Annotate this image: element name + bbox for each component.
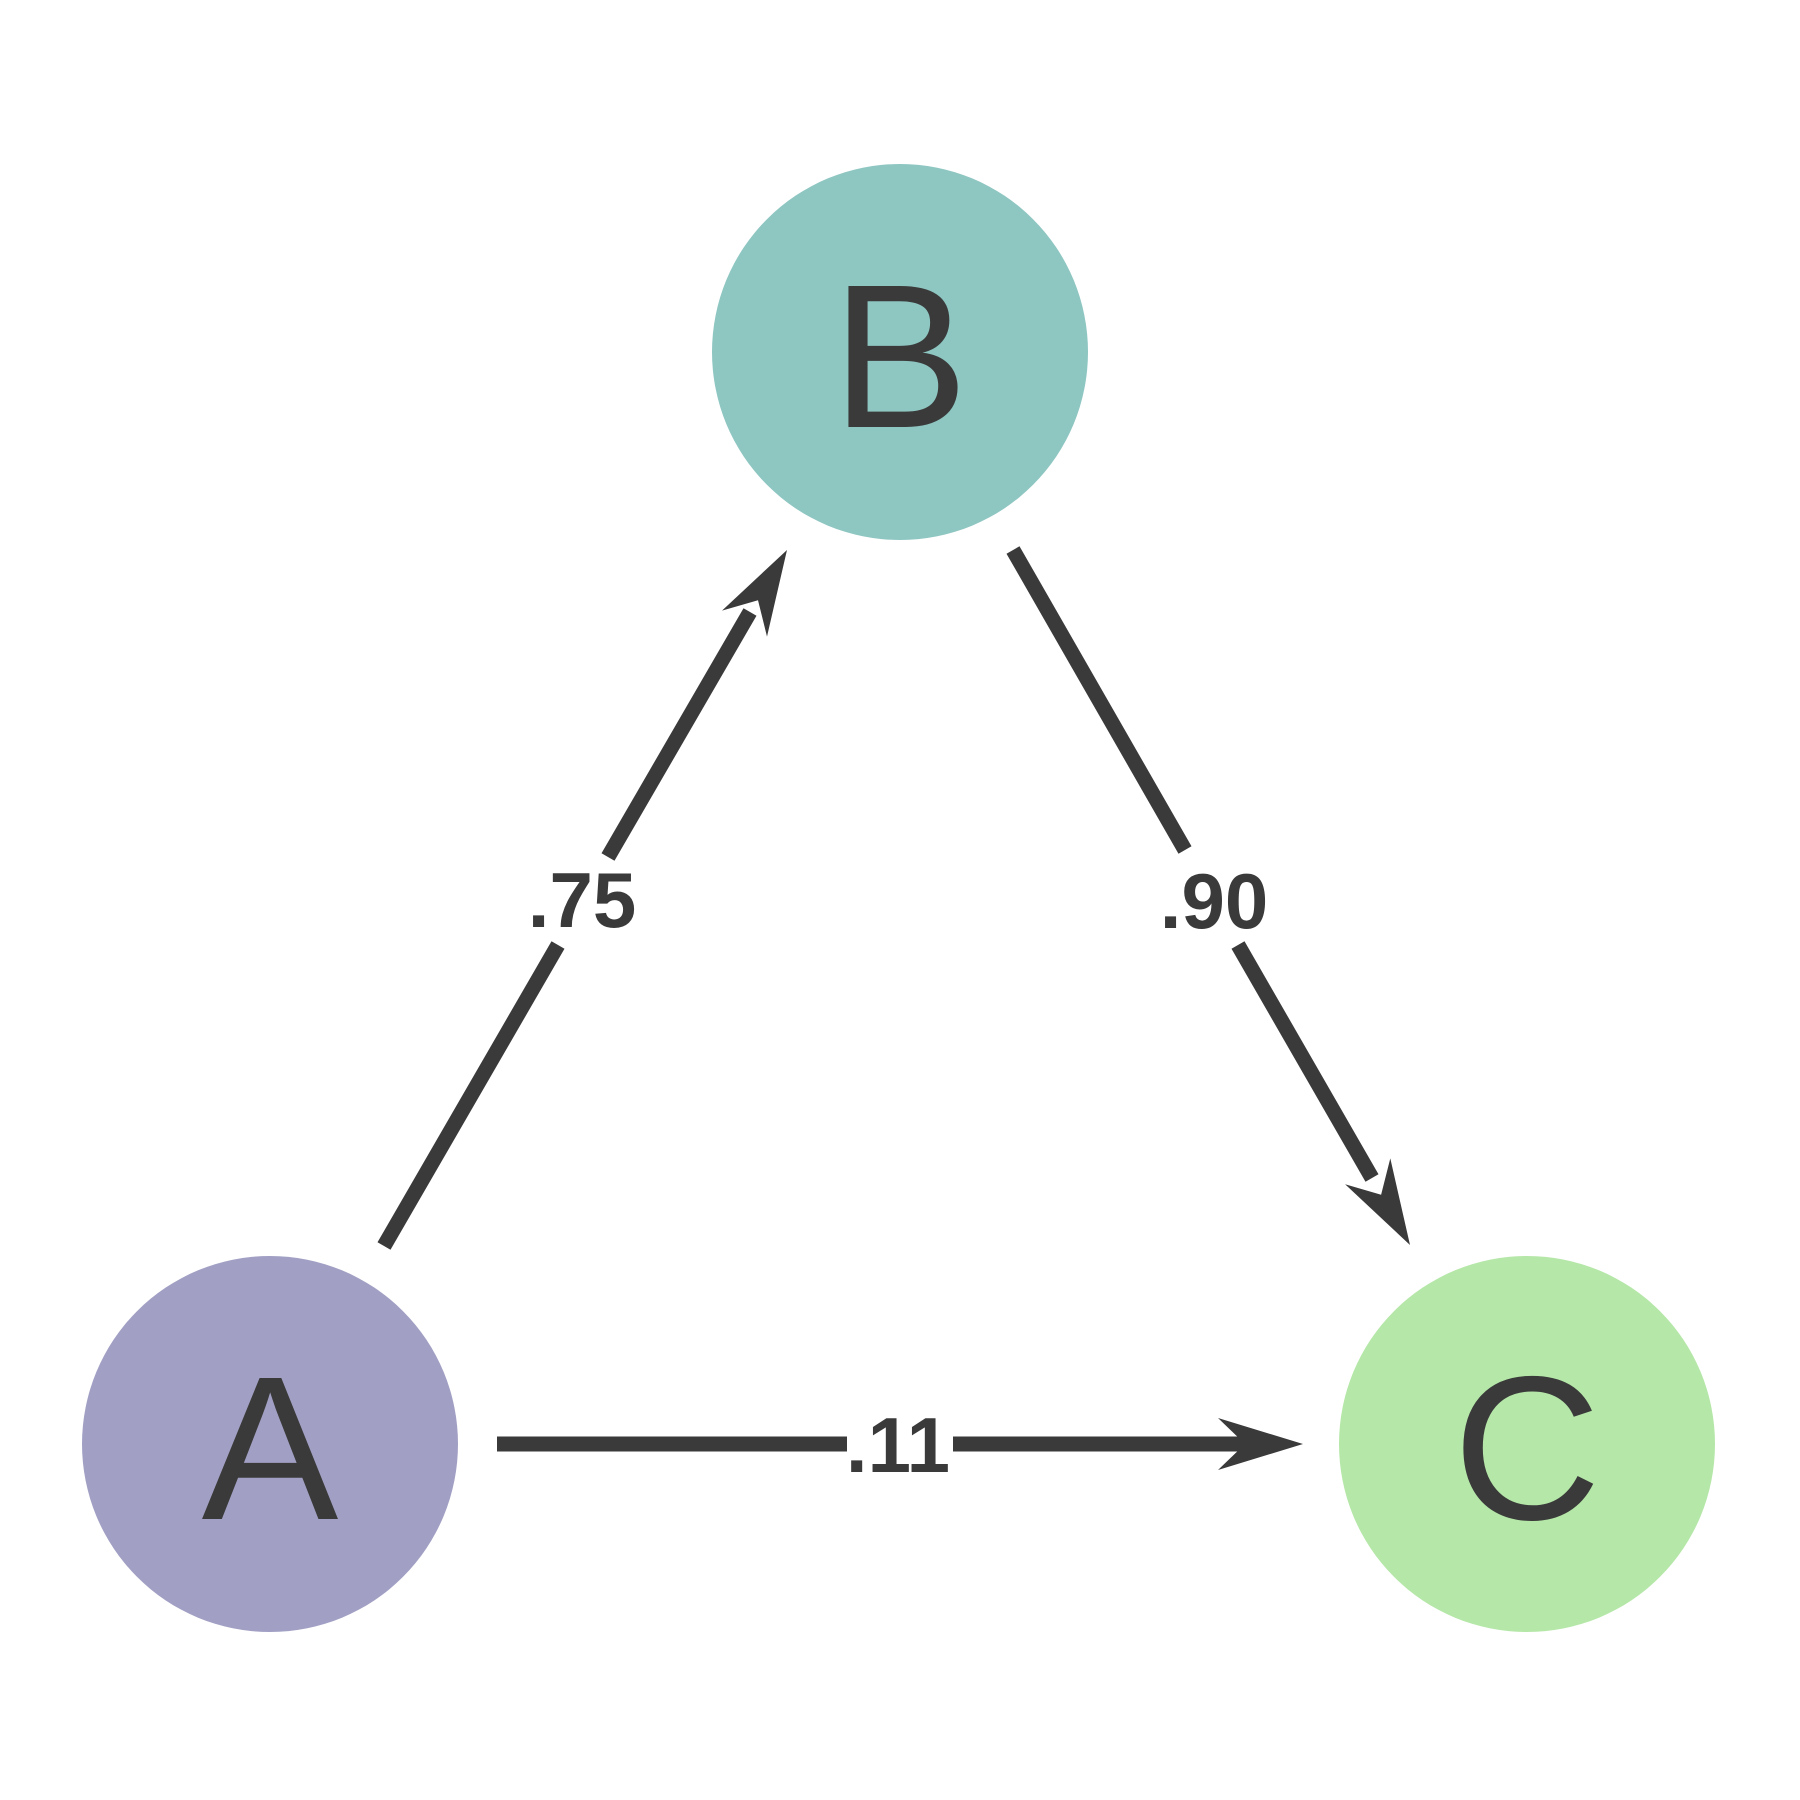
edge-a-to-b-line-segment [377, 941, 565, 1250]
edge-b-to-c-line-segment [1231, 941, 1379, 1182]
node-b-label: B [832, 242, 969, 471]
node-c-label: C [1453, 1334, 1601, 1563]
node-c: C [1339, 1256, 1715, 1632]
edge-a-to-b-weight-label: .75 [528, 856, 636, 944]
edge-b-to-c: .90 [1006, 546, 1410, 1245]
node-b-circle [712, 164, 1088, 540]
node-a-label: A [202, 1334, 339, 1563]
edge-b-to-c-line-segment [1006, 546, 1192, 854]
edge-a-to-b: .75 [377, 550, 787, 1250]
edge-b-to-c-arrowhead-icon [1345, 1158, 1410, 1245]
node-a-circle [82, 1256, 458, 1632]
edge-a-to-c-arrowhead-icon [1218, 1418, 1303, 1470]
edge-a-to-c-weight-label: .11 [846, 1401, 950, 1489]
node-a: A [82, 1256, 458, 1632]
node-c-circle [1339, 1256, 1715, 1632]
edge-b-to-c-weight-label: .90 [1160, 857, 1268, 945]
edge-a-to-b-line-segment [601, 608, 757, 861]
edge-a-to-b-arrowhead-icon [722, 550, 787, 637]
edge-a-to-c: .11 [497, 1401, 1303, 1489]
node-b: B [712, 164, 1088, 540]
